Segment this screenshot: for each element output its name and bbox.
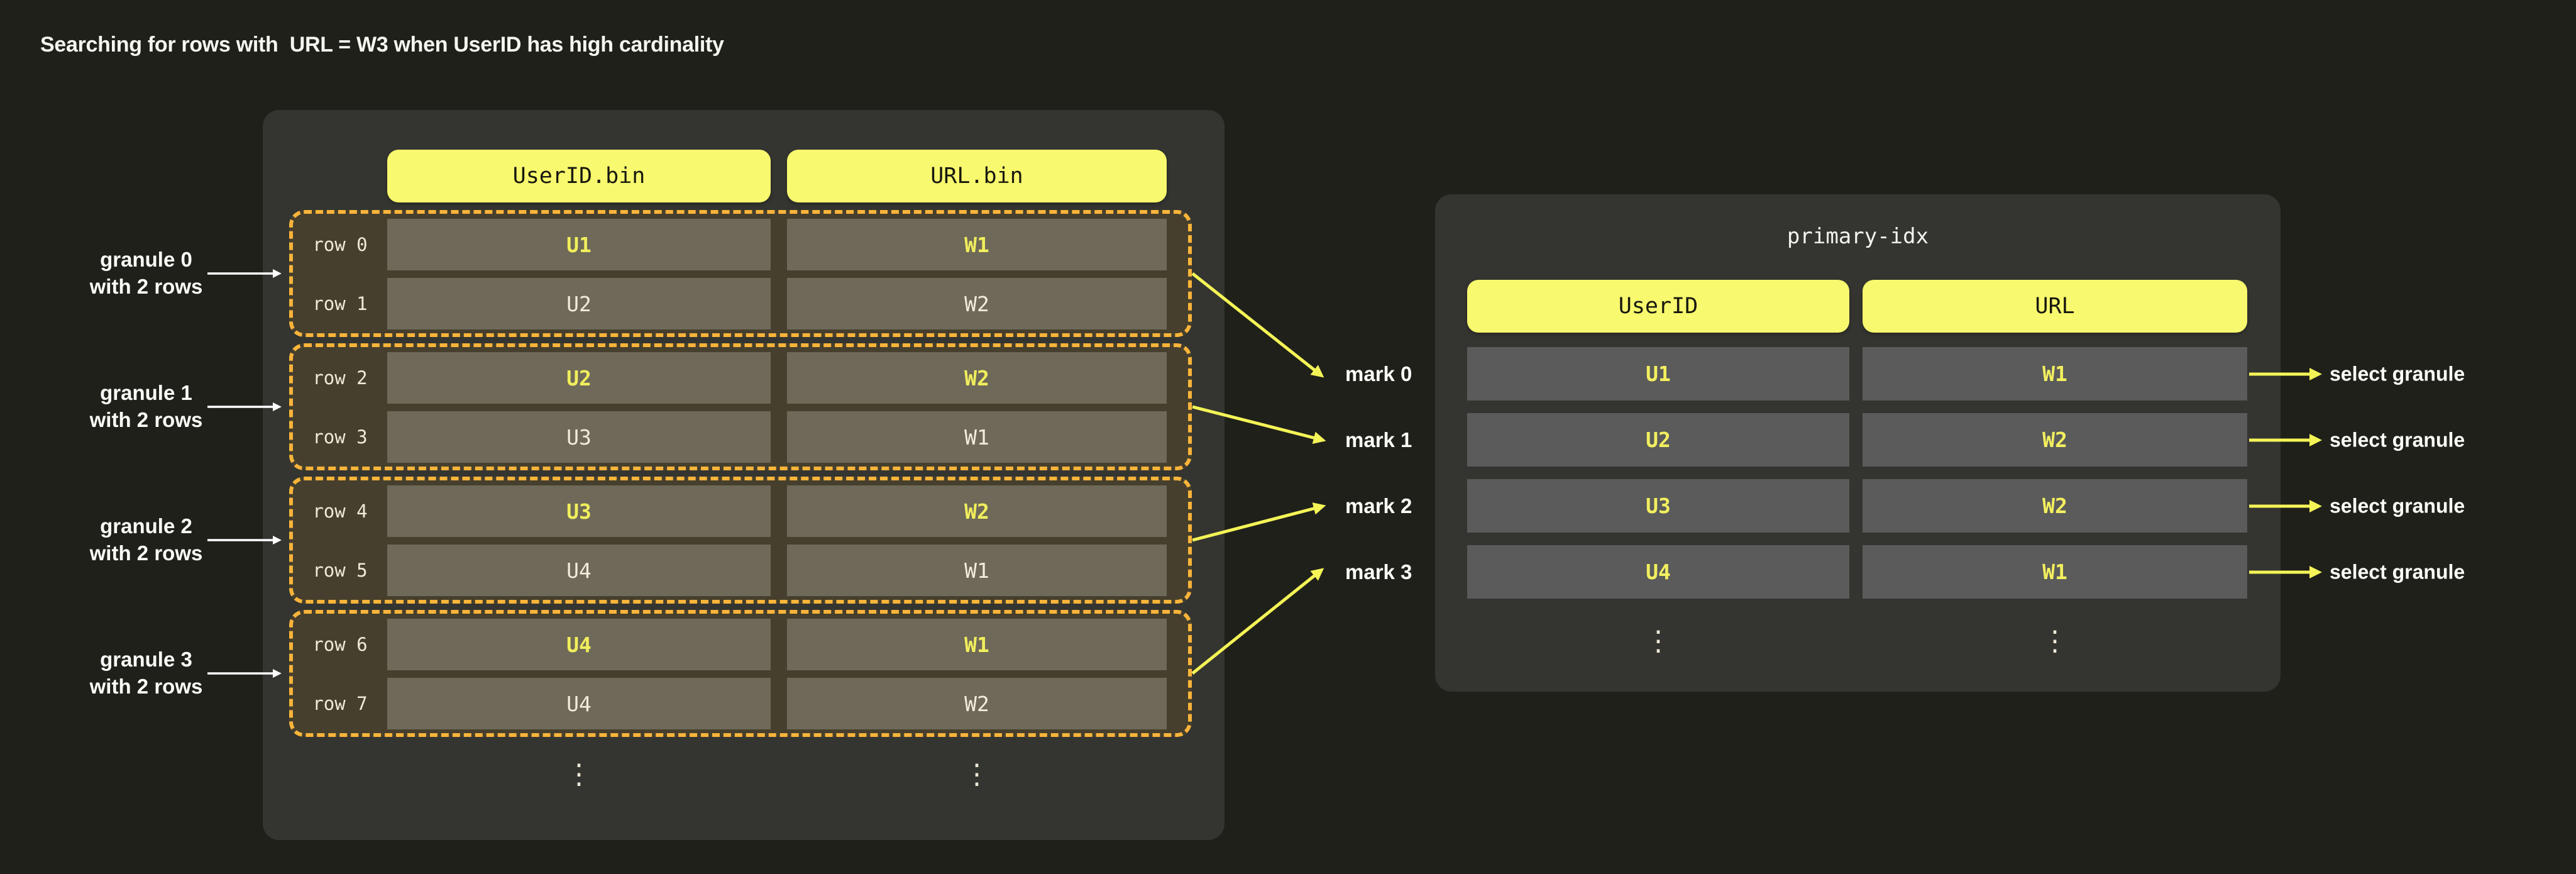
select-granule-label-0: select granule	[2330, 362, 2465, 385]
url-cell: W1	[787, 619, 1167, 670]
mark-label-1: mark 1	[1345, 428, 1412, 451]
userid-cell: U2	[387, 278, 771, 329]
granule-label-line2: with 2 rows	[89, 675, 203, 698]
granule-label-line1: granule 3	[100, 648, 192, 672]
index-userid-cell: U2	[1467, 413, 1849, 467]
index-column-header-url: URL	[1863, 280, 2247, 333]
row-label: row 6	[312, 634, 368, 655]
row-label: row 7	[312, 693, 368, 714]
row-label: row 3	[312, 426, 368, 448]
row-label: row 5	[312, 560, 368, 581]
granule-label-line2: with 2 rows	[89, 541, 203, 565]
select-granule-label-3: select granule	[2330, 560, 2465, 584]
ellipsis: ⋮	[1644, 625, 1672, 657]
granule-label-2: granule 2 with 2 rows	[63, 513, 229, 567]
granule-box-1: row 2 U2 W2 row 3 U3 W1	[289, 343, 1192, 470]
row-label: row 2	[312, 367, 368, 389]
mark-label-2: mark 2	[1345, 494, 1412, 517]
userid-cell: U4	[387, 619, 771, 670]
index-url-cell: W1	[1863, 347, 2247, 401]
granule-label-line2: with 2 rows	[89, 408, 203, 431]
granule-label-line1: granule 2	[100, 514, 192, 538]
userid-cell: U1	[387, 219, 771, 270]
url-cell: W2	[787, 278, 1167, 329]
select-granule-label-1: select granule	[2330, 428, 2465, 451]
url-cell: W2	[787, 352, 1167, 404]
ellipsis: ⋮	[565, 758, 593, 790]
granule-box-0: row 0 U1 W1 row 1 U2 W2	[289, 210, 1192, 337]
row-label: row 1	[312, 293, 368, 314]
userid-cell: U3	[387, 485, 771, 537]
userid-cell: U4	[387, 545, 771, 596]
granule-box-3: row 6 U4 W1 row 7 U4 W2	[289, 610, 1192, 737]
userid-cell: U4	[387, 678, 771, 729]
granule-label-1: granule 1 with 2 rows	[63, 380, 229, 434]
mark-label-0: mark 0	[1345, 362, 1412, 385]
url-cell: W1	[787, 545, 1167, 596]
index-url-cell: W2	[1863, 413, 2247, 467]
select-granule-label-2: select granule	[2330, 494, 2465, 517]
column-header-userid-bin: UserID.bin	[387, 150, 771, 202]
granule-label-0: granule 0 with 2 rows	[63, 246, 229, 301]
row-label: row 0	[312, 234, 368, 255]
primary-index-title: primary-idx	[1786, 224, 1929, 249]
url-cell: W2	[787, 678, 1167, 729]
userid-cell: U3	[387, 411, 771, 463]
index-url-cell: W2	[1863, 479, 2247, 533]
index-userid-cell: U3	[1467, 479, 1849, 533]
row-label: row 4	[312, 501, 368, 522]
granule-label-line2: with 2 rows	[89, 275, 203, 298]
granule-label-line1: granule 0	[100, 248, 192, 272]
index-userid-cell: U1	[1467, 347, 1849, 401]
page-title: Searching for rows with URL = W3 when Us…	[40, 33, 724, 57]
userid-cell: U2	[387, 352, 771, 404]
url-cell: W2	[787, 485, 1167, 537]
ellipsis: ⋮	[2041, 625, 2069, 657]
granule-box-2: row 4 U3 W2 row 5 U4 W1	[289, 477, 1192, 604]
url-cell: W1	[787, 219, 1167, 270]
url-cell: W1	[787, 411, 1167, 463]
ellipsis: ⋮	[963, 758, 991, 790]
index-url-cell: W1	[1863, 545, 2247, 599]
granule-label-3: granule 3 with 2 rows	[63, 646, 229, 700]
column-header-url-bin: URL.bin	[787, 150, 1167, 202]
granule-label-line1: granule 1	[100, 381, 192, 405]
index-column-header-userid: UserID	[1467, 280, 1849, 333]
mark-label-3: mark 3	[1345, 560, 1412, 584]
index-userid-cell: U4	[1467, 545, 1849, 599]
